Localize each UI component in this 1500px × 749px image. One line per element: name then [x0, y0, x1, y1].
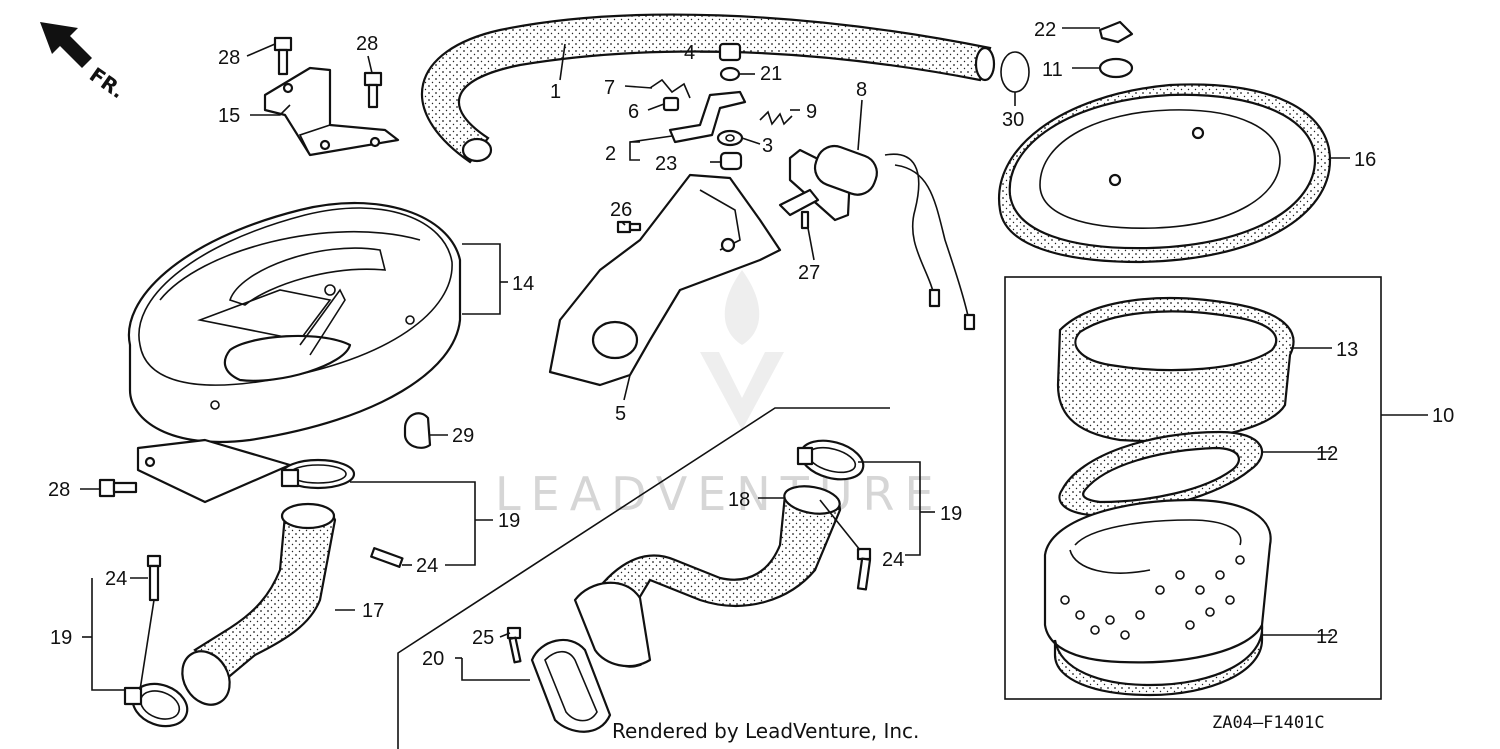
part-28-bolt-c	[98, 478, 138, 498]
part-14-mount-plate	[136, 438, 292, 504]
callout-labels: 1 2 3 4 5 6 7 8 9 10 11 12 12 13 14 15 1…	[48, 19, 1454, 670]
callout-30: 30	[1002, 109, 1024, 131]
part-5-gasket-plate	[548, 173, 782, 387]
watermark-logo	[700, 270, 784, 430]
part-10-paper-element	[1043, 498, 1272, 664]
part-24-screw-left-mid	[370, 547, 404, 568]
part-3-washer	[716, 129, 744, 147]
part-14-air-cleaner-case	[127, 202, 462, 444]
part-12-gasket-lower	[1053, 624, 1264, 697]
part-19-clamp-right	[796, 439, 865, 481]
callout-23: 23	[655, 153, 677, 175]
part-20-gasket-ring	[530, 639, 612, 733]
part-12-gasket-upper	[1058, 430, 1264, 517]
callout-19-right: 19	[940, 503, 962, 525]
part-4-cap	[718, 42, 742, 62]
callout-20: 20	[422, 648, 444, 670]
part-26-screw	[616, 220, 642, 234]
figure-code: ZA04—F1401C	[1212, 713, 1325, 733]
callout-15: 15	[218, 105, 240, 127]
callout-3: 3	[762, 135, 773, 157]
part-24-screw-left-low	[146, 554, 162, 602]
callout-24-left-low: 24	[105, 568, 127, 590]
part-18-intake-tube	[573, 485, 842, 668]
part-6-clip	[662, 96, 680, 112]
part-28-bolt-a	[273, 36, 293, 76]
callout-29: 29	[452, 425, 474, 447]
callout-14: 14	[512, 273, 534, 295]
leader-lines	[80, 27, 1428, 691]
part-19-clamp-left-upper	[280, 458, 356, 490]
direction-label: FR.	[85, 62, 129, 103]
part-30-ring	[1000, 51, 1030, 93]
callout-10: 10	[1432, 405, 1454, 427]
element-perforation-holes	[1060, 555, 1245, 640]
part-22-clip	[1098, 20, 1134, 44]
part-11-grommet	[1098, 57, 1134, 79]
part-17-elbow-tube	[181, 502, 337, 706]
callout-24-right: 24	[882, 549, 904, 571]
kit-10-bracket-box	[1004, 276, 1382, 700]
callout-8: 8	[856, 79, 867, 101]
callout-5: 5	[615, 403, 626, 425]
part-27-pin	[800, 210, 810, 230]
callout-18: 18	[728, 489, 750, 511]
callout-24-left-mid: 24	[416, 555, 438, 577]
front-arrow-icon: FR.	[40, 22, 129, 103]
callout-28-top-right: 28	[356, 33, 378, 55]
part-7-spring	[649, 78, 691, 99]
callout-12-lower: 12	[1316, 626, 1338, 648]
part-9-spring	[759, 110, 793, 126]
callout-19-left-lower: 19	[50, 627, 72, 649]
part-29-clip	[403, 412, 432, 449]
callout-25: 25	[472, 627, 494, 649]
callout-21: 21	[760, 63, 782, 85]
part-19-clamp-left-lower	[123, 682, 189, 728]
watermark-text: LEADVENTURE	[495, 467, 944, 521]
callout-9: 9	[806, 101, 817, 123]
callout-28-top-left: 28	[218, 47, 240, 69]
callout-2: 2	[605, 143, 616, 165]
callout-1: 1	[550, 81, 561, 103]
part-8-solenoid	[778, 144, 976, 331]
part-21-nut	[719, 66, 741, 82]
callout-12-upper: 12	[1316, 443, 1338, 465]
part-28-bolt-b	[363, 71, 383, 109]
callout-27: 27	[798, 262, 820, 284]
part-24-screw-right	[856, 547, 872, 591]
part-13-foam-element	[1056, 297, 1295, 443]
part-15-bracket	[263, 66, 400, 157]
part-16-air-cleaner-cover	[997, 83, 1332, 264]
inset-panel-outline	[397, 407, 890, 749]
callout-11: 11	[1042, 59, 1063, 81]
callout-19-left-upper: 19	[498, 510, 520, 532]
credit-text: Rendered by LeadVenture, Inc.	[612, 719, 919, 743]
callout-17: 17	[362, 600, 384, 622]
part-2-choke-lever	[668, 90, 747, 144]
callout-7: 7	[604, 77, 615, 99]
callout-28-left: 28	[48, 479, 70, 501]
callout-4: 4	[684, 42, 695, 64]
part-23-grommet	[719, 151, 743, 171]
callout-13: 13	[1336, 339, 1358, 361]
callout-16: 16	[1354, 149, 1376, 171]
callout-26: 26	[610, 199, 632, 221]
callout-6: 6	[628, 101, 639, 123]
callout-22: 22	[1034, 19, 1056, 41]
part-1-intake-tube	[420, 13, 996, 164]
